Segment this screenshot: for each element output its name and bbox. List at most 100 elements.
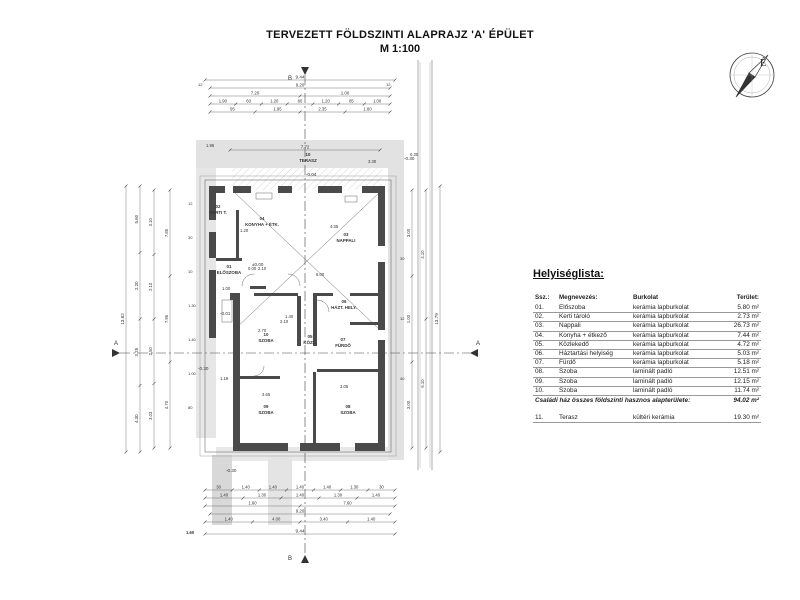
dim-label: 80	[188, 405, 193, 410]
bottom-dim-row-label: 1.30	[334, 493, 343, 498]
left-dim-chain-tick	[152, 317, 156, 321]
right-dim-chain-tick	[424, 446, 428, 450]
bottom-dim-row-tick	[311, 488, 316, 492]
bottom-dim-row-label: 30	[216, 485, 221, 490]
elevation-mark: -0.30	[226, 468, 237, 473]
left-dim-chain-tick	[138, 383, 142, 388]
total-row: Családi ház összes földszinti hasznos al…	[533, 396, 761, 406]
top-dim-row-tick	[388, 110, 392, 114]
dim-label: 1.40	[188, 337, 197, 342]
dim-label: 0.30	[410, 152, 419, 157]
bottom-dim-row-tick	[241, 496, 245, 500]
col-name: Megnevezés:	[559, 294, 598, 301]
room-no: 07.	[533, 358, 557, 369]
section-markers	[112, 67, 478, 563]
top-dim-row-label: 80	[298, 99, 303, 104]
left-dim-chain-label: 3.03	[148, 411, 153, 420]
room-number: 04	[260, 216, 265, 221]
top-dim-row-tick	[208, 94, 212, 98]
top-dim-row-label: 1.00	[341, 91, 350, 96]
room-floor: kerámia lapburkolat	[631, 321, 715, 332]
top-dim-total-label: 9.20	[296, 83, 305, 88]
room-name-label: SZOBA	[258, 410, 274, 415]
room-name-label: TERASZ	[299, 158, 317, 163]
bottom-dim-total-tick	[208, 512, 212, 516]
bottom-dim-overall-tick	[393, 532, 397, 536]
room-name-label: KERTI T.	[209, 210, 227, 215]
bottom-dim-row-tick	[298, 504, 302, 508]
bottom-dim-row-label: 7.60	[343, 501, 352, 506]
room-name: Fürdő	[557, 358, 631, 369]
bottom-dim-row-tick	[393, 496, 397, 500]
left-dim-chain-label: 4.30	[134, 414, 139, 423]
bottom-dim-row-label: 3.40	[320, 517, 329, 522]
room-name-label: NAPPALI	[337, 238, 356, 243]
right-dim-chain-tick	[410, 360, 414, 364]
bottom-dim-row-label: 1.40	[269, 485, 278, 490]
room-name-label: FÜRDŐ	[335, 343, 351, 348]
dim-label: 1.30	[188, 303, 197, 308]
dim-label: 12	[188, 201, 193, 206]
left-dim-chain-tick	[138, 450, 142, 454]
drawing-scale: M 1:100	[379, 43, 421, 55]
room-floor: kerámia lapburkolat	[631, 331, 715, 341]
room-name: Konyha + étkező	[557, 331, 631, 341]
top-dim-row-tick	[208, 110, 212, 114]
bottom-dim-row-label: 1.40	[323, 485, 332, 490]
room-no: 08.	[533, 367, 557, 378]
top-dim-row-tick	[388, 94, 392, 98]
top-dim-row-tick	[362, 102, 366, 106]
left-dim-chain-label: 2.50	[148, 347, 153, 356]
left-dim-chain-label: 2.10	[148, 282, 153, 291]
room-area: 5.80 m²	[715, 304, 761, 314]
room-name-label: KONYHA + ÉTK.	[245, 222, 279, 227]
bottom-dim-row-label: 1.40	[372, 493, 381, 498]
section-mark-b-bottom: B	[288, 556, 292, 562]
elevation-mark: -0.30	[404, 156, 415, 161]
left-dim-overall-tick	[124, 450, 128, 454]
room-area: 26.73 m²	[715, 321, 761, 332]
bottom-dim-row-tick	[355, 496, 359, 500]
top-dim-row-tick	[298, 110, 302, 114]
bottom-dim-row-label: 1.40	[220, 493, 229, 498]
room-floor: kerámia lapburkolat	[631, 312, 715, 323]
room-schedule-table: Ssz.: Megnevezés: Burkolat Terület: 01.E…	[533, 294, 761, 424]
wall-outlines	[199, 175, 397, 457]
section-mark-a-left: A	[114, 341, 118, 347]
room-number: 06	[342, 299, 347, 304]
interior-dim: 1.40	[285, 314, 294, 319]
bottom-dim-total-tick	[388, 512, 392, 516]
dim-label: 30	[188, 235, 193, 240]
bottom-dim-row-label: 1.30	[258, 493, 267, 498]
top-dim-row-tick	[298, 94, 302, 98]
room-name: Nappali	[557, 321, 631, 332]
right-dim-overall-tick	[438, 450, 442, 454]
col-no: Ssz.:	[535, 294, 550, 301]
bottom-dim-row-label: 1.40	[296, 485, 305, 490]
bottom-dim-row-tick	[345, 520, 350, 524]
room-number: 09	[264, 404, 269, 409]
section-lines	[120, 75, 470, 555]
room-name-label: KÖZL.	[303, 340, 316, 345]
bottom-dim-overall-tick	[203, 532, 207, 536]
interior-dim: 3.05	[340, 384, 349, 389]
room-no: 09.	[533, 377, 557, 387]
col-area: Terület:	[736, 294, 759, 301]
left-dim-chain-label: 3.25	[134, 347, 139, 356]
elevation-mark: ±0.00	[252, 262, 264, 267]
left-dim-chain-tick	[152, 381, 156, 386]
top-dim-overall-tick	[203, 78, 207, 82]
left-dim-chain-tick	[168, 188, 172, 192]
fixtures	[221, 192, 358, 377]
elevation-mark: -0.04	[306, 172, 317, 177]
room-area: 2.73 m²	[715, 312, 761, 323]
interior-dim: 2.10	[258, 266, 267, 271]
